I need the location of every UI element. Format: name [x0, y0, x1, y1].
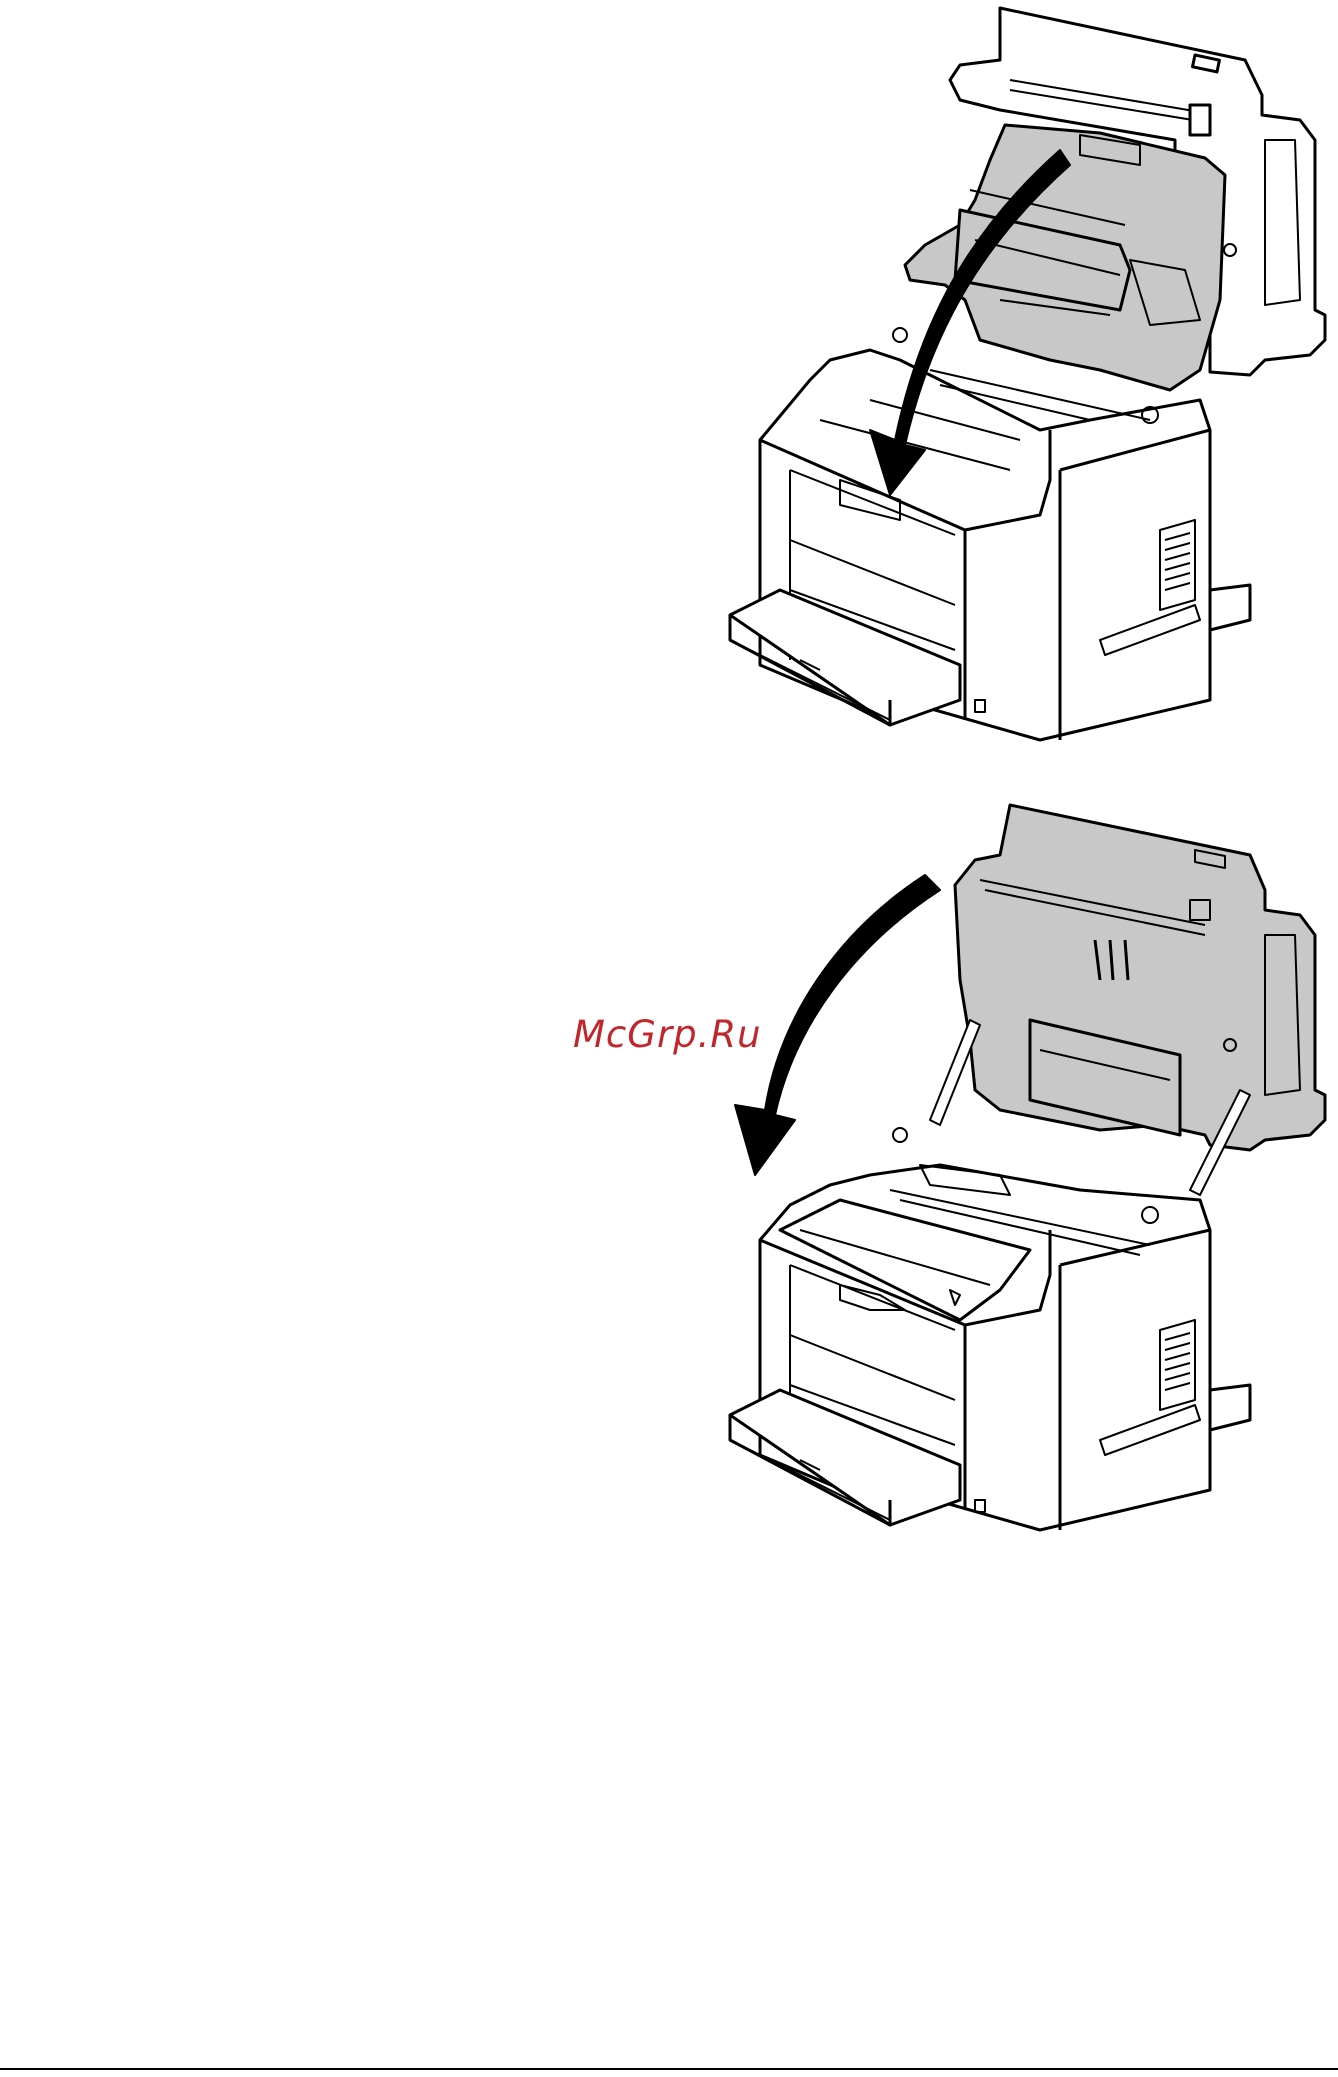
watermark-text: McGrp.Ru [573, 1013, 762, 1056]
scanner-unit [955, 805, 1325, 1150]
footer-divider [0, 2068, 1338, 2070]
printer-body-2 [730, 1128, 1250, 1530]
printer-illustration-step-2 [0, 790, 1338, 1570]
arrow-down-icon [735, 875, 940, 1175]
printer-illustration-step-1 [0, 0, 1338, 760]
